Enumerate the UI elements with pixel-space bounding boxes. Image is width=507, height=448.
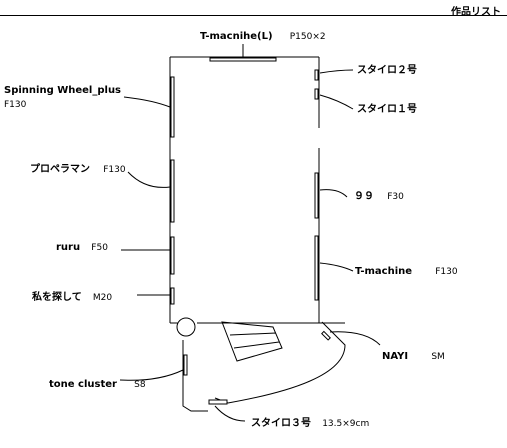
artwork-tone-cluster	[183, 354, 188, 376]
artwork-stylo-2	[314, 69, 319, 81]
header-rule	[0, 15, 507, 16]
size-spinning-wheel: F130	[4, 100, 27, 110]
artwork-stylo-3	[208, 399, 228, 405]
leader-99	[319, 189, 348, 198]
wall-lower-left	[182, 340, 208, 412]
label-t-macnihe-l: T-macnihe(L) P150×2	[200, 31, 326, 42]
artwork-99	[314, 172, 319, 219]
page-title: 作品リスト	[451, 7, 501, 18]
leader-spinning-wheel	[123, 96, 171, 108]
pillar	[176, 317, 196, 337]
artwork-stylo-1	[314, 88, 319, 100]
leader-t-machine	[319, 262, 354, 272]
label-watashi: 私を探して M20	[32, 292, 113, 303]
label-spinning-wheel: Spinning Wheel_plus	[4, 85, 122, 96]
leader-stylo-3	[214, 405, 246, 422]
stairs	[221, 321, 283, 362]
label-99: ９９ F30	[354, 191, 404, 202]
artwork-propellerman	[170, 159, 175, 223]
artwork-spinning-wheel	[170, 76, 175, 138]
leader-stylo-2	[319, 69, 354, 74]
label-ruru: ruru F50	[56, 242, 108, 253]
artwork-watashi-wo-sagashite	[170, 287, 175, 305]
artwork-nayi	[321, 330, 331, 341]
leader-propellerman	[127, 171, 171, 188]
label-t-machine: T-machine F130	[355, 266, 458, 277]
label-tone-cluster: tone cluster S8	[49, 379, 146, 390]
wall-lower-curve	[227, 321, 346, 404]
label-stylo-3: スタイロ３号 13.5×9cm	[251, 418, 370, 429]
label-propellerman: プロペラマン F130	[30, 164, 126, 175]
artwork-t-machine	[314, 235, 319, 301]
leader-tone-cluster	[119, 369, 184, 381]
label-stylo-2: スタイロ２号	[357, 65, 417, 76]
artwork-t-macnihe-l	[209, 57, 277, 62]
leader-nayi	[329, 331, 381, 346]
artwork-ruru	[170, 236, 175, 275]
label-stylo-1: スタイロ１号	[357, 104, 417, 115]
leader-stylo-1	[319, 94, 354, 110]
label-nayi: NAYI SM	[382, 351, 445, 362]
